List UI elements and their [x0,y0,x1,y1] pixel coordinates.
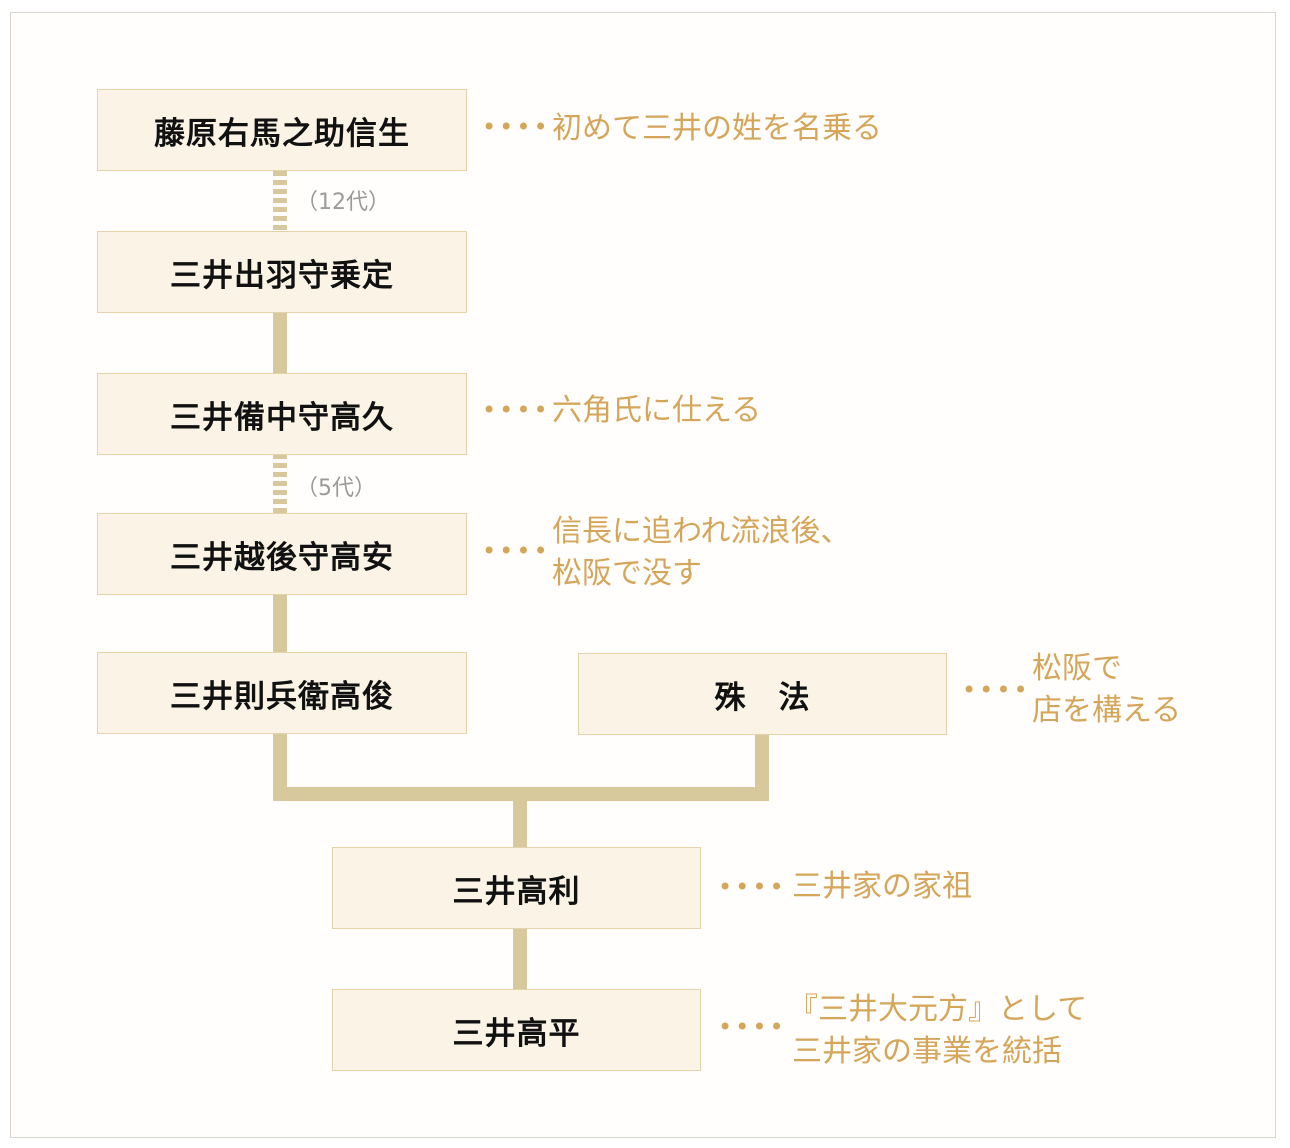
note-fujiwara: 初めて三井の姓を名乗る [552,111,882,146]
generation-label-5: （5代） [296,476,376,501]
note-takayasu-line1: 信長に追われ流浪後、 [552,514,851,549]
person-box-fujiwara: 藤原右馬之助信生 [97,89,467,171]
note-takayasu-line2: 松阪で没す [552,556,702,591]
person-box-takatoshi: 三井高利 [332,847,701,929]
connector-takatoshi-n-down [273,733,287,801]
leader-dots-takahisa: •••• [482,396,551,424]
note-shuho-line2: 店を構える [1032,693,1182,728]
person-box-takayasu: 三井越後守高安 [97,513,467,595]
person-box-takahisa: 三井備中守高久 [97,373,467,455]
connector-takayasu-takatoshi-n [273,594,287,654]
connector-norisada-takahisa [273,312,287,374]
person-box-takatoshi-n: 三井則兵衛高俊 [97,652,467,734]
person-box-takahira: 三井高平 [332,989,701,1071]
dashed-connector-12-generations [273,171,287,231]
note-takahisa: 六角氏に仕える [552,393,762,428]
person-box-norisada: 三井出羽守乗定 [97,231,467,313]
dashed-connector-5-generations [273,454,287,514]
connector-shuho-down [755,733,769,801]
leader-dots-takayasu: •••• [482,537,551,565]
note-takatoshi: 三井家の家祖 [792,869,972,904]
note-shuho-line1: 松阪で [1032,651,1122,686]
leader-dots-shuho: •••• [962,676,1031,704]
connector-couple-to-takatoshi [513,787,527,849]
generation-label-12: （12代） [296,190,390,215]
note-takahira-line2: 三井家の事業を統括 [792,1034,1062,1069]
note-takahira-line1: 『三井大元方』として [788,992,1088,1027]
leader-dots-fujiwara: •••• [482,113,551,141]
leader-dots-takahira: •••• [718,1013,787,1041]
leader-dots-takatoshi: •••• [718,873,787,901]
connector-takatoshi-takahira [513,928,527,990]
person-box-shuho: 殊 法 [578,653,947,735]
